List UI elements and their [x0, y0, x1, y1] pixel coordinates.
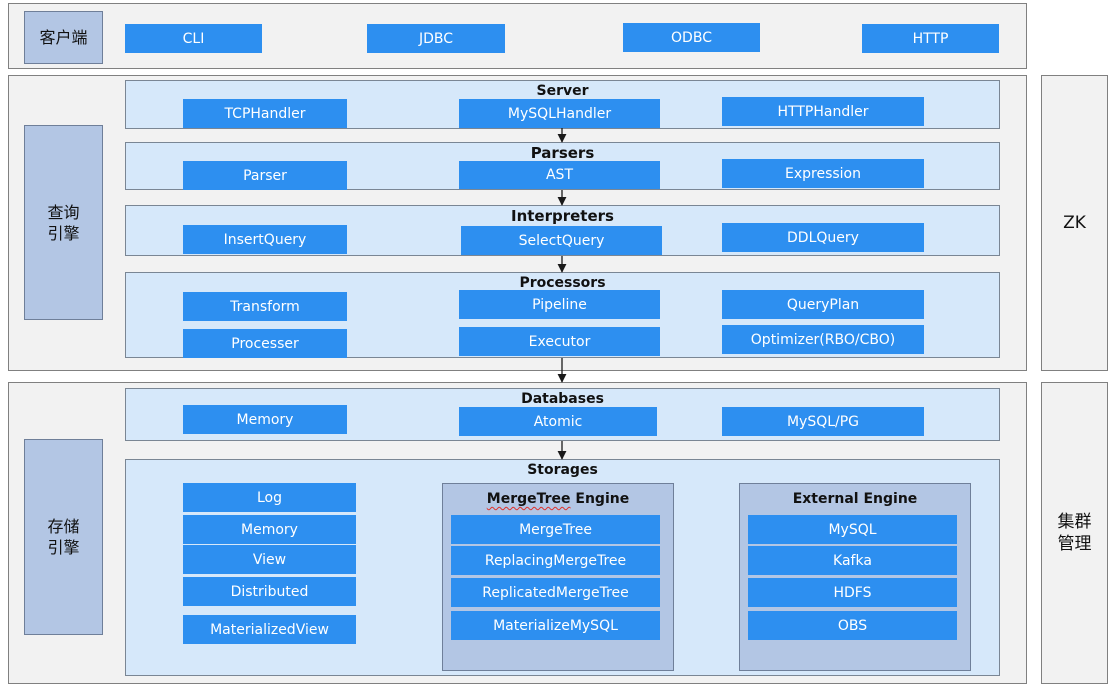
- httphandler: HTTPHandler: [722, 97, 924, 126]
- mergetree: MergeTree: [451, 515, 660, 544]
- client-http: HTTP: [862, 24, 999, 53]
- materializemysql: MaterializeMySQL: [451, 611, 660, 640]
- mergetree-engine-title: MergeTree Engine: [486, 491, 630, 507]
- cluster-management-box: 集群 管理: [1041, 382, 1108, 684]
- client-label: 客户端: [24, 11, 103, 64]
- external-engine-title: External Engine: [792, 491, 918, 507]
- ast: AST: [459, 161, 660, 189]
- db-mysql-pg: MySQL/PG: [722, 407, 924, 436]
- storage-distributed: Distributed: [183, 577, 356, 606]
- processer: Processer: [183, 329, 347, 358]
- client-odbc: ODBC: [623, 23, 760, 52]
- ddlquery: DDLQuery: [722, 223, 924, 252]
- storage-engine-label: 存储 引擎: [24, 439, 103, 635]
- storage-view: View: [183, 545, 356, 574]
- optimizer: Optimizer(RBO/CBO): [722, 325, 924, 354]
- tcphandler: TCPHandler: [183, 99, 347, 128]
- server-title: Server: [536, 83, 589, 99]
- mysqlhandler: MySQLHandler: [459, 99, 660, 128]
- parsers-title: Parsers: [530, 144, 595, 162]
- parser: Parser: [183, 161, 347, 190]
- ext-obs: OBS: [748, 611, 957, 640]
- expression: Expression: [722, 159, 924, 188]
- ext-kafka: Kafka: [748, 546, 957, 575]
- storage-log: Log: [183, 483, 356, 512]
- query-engine-label: 查询 引擎: [24, 125, 103, 320]
- db-memory: Memory: [183, 405, 347, 434]
- storages-title: Storages: [527, 462, 598, 478]
- selectquery: SelectQuery: [461, 226, 662, 255]
- ext-hdfs: HDFS: [748, 578, 957, 607]
- transform: Transform: [183, 292, 347, 321]
- client-jdbc: JDBC: [367, 24, 505, 53]
- db-atomic: Atomic: [459, 407, 657, 436]
- storage-memory: Memory: [183, 515, 356, 544]
- insertquery: InsertQuery: [183, 225, 347, 254]
- executor: Executor: [459, 327, 660, 356]
- queryplan: QueryPlan: [722, 290, 924, 319]
- replacingmergetree: ReplacingMergeTree: [451, 546, 660, 575]
- pipeline: Pipeline: [459, 290, 660, 319]
- processors-title: Processors: [519, 275, 606, 291]
- databases-title: Databases: [521, 391, 604, 407]
- client-cli: CLI: [125, 24, 262, 53]
- storage-materializedview: MaterializedView: [183, 615, 356, 644]
- zk-box: ZK: [1041, 75, 1108, 371]
- interpreters-title: Interpreters: [511, 207, 614, 225]
- ext-mysql: MySQL: [748, 515, 957, 544]
- replicatedmergetree: ReplicatedMergeTree: [451, 578, 660, 607]
